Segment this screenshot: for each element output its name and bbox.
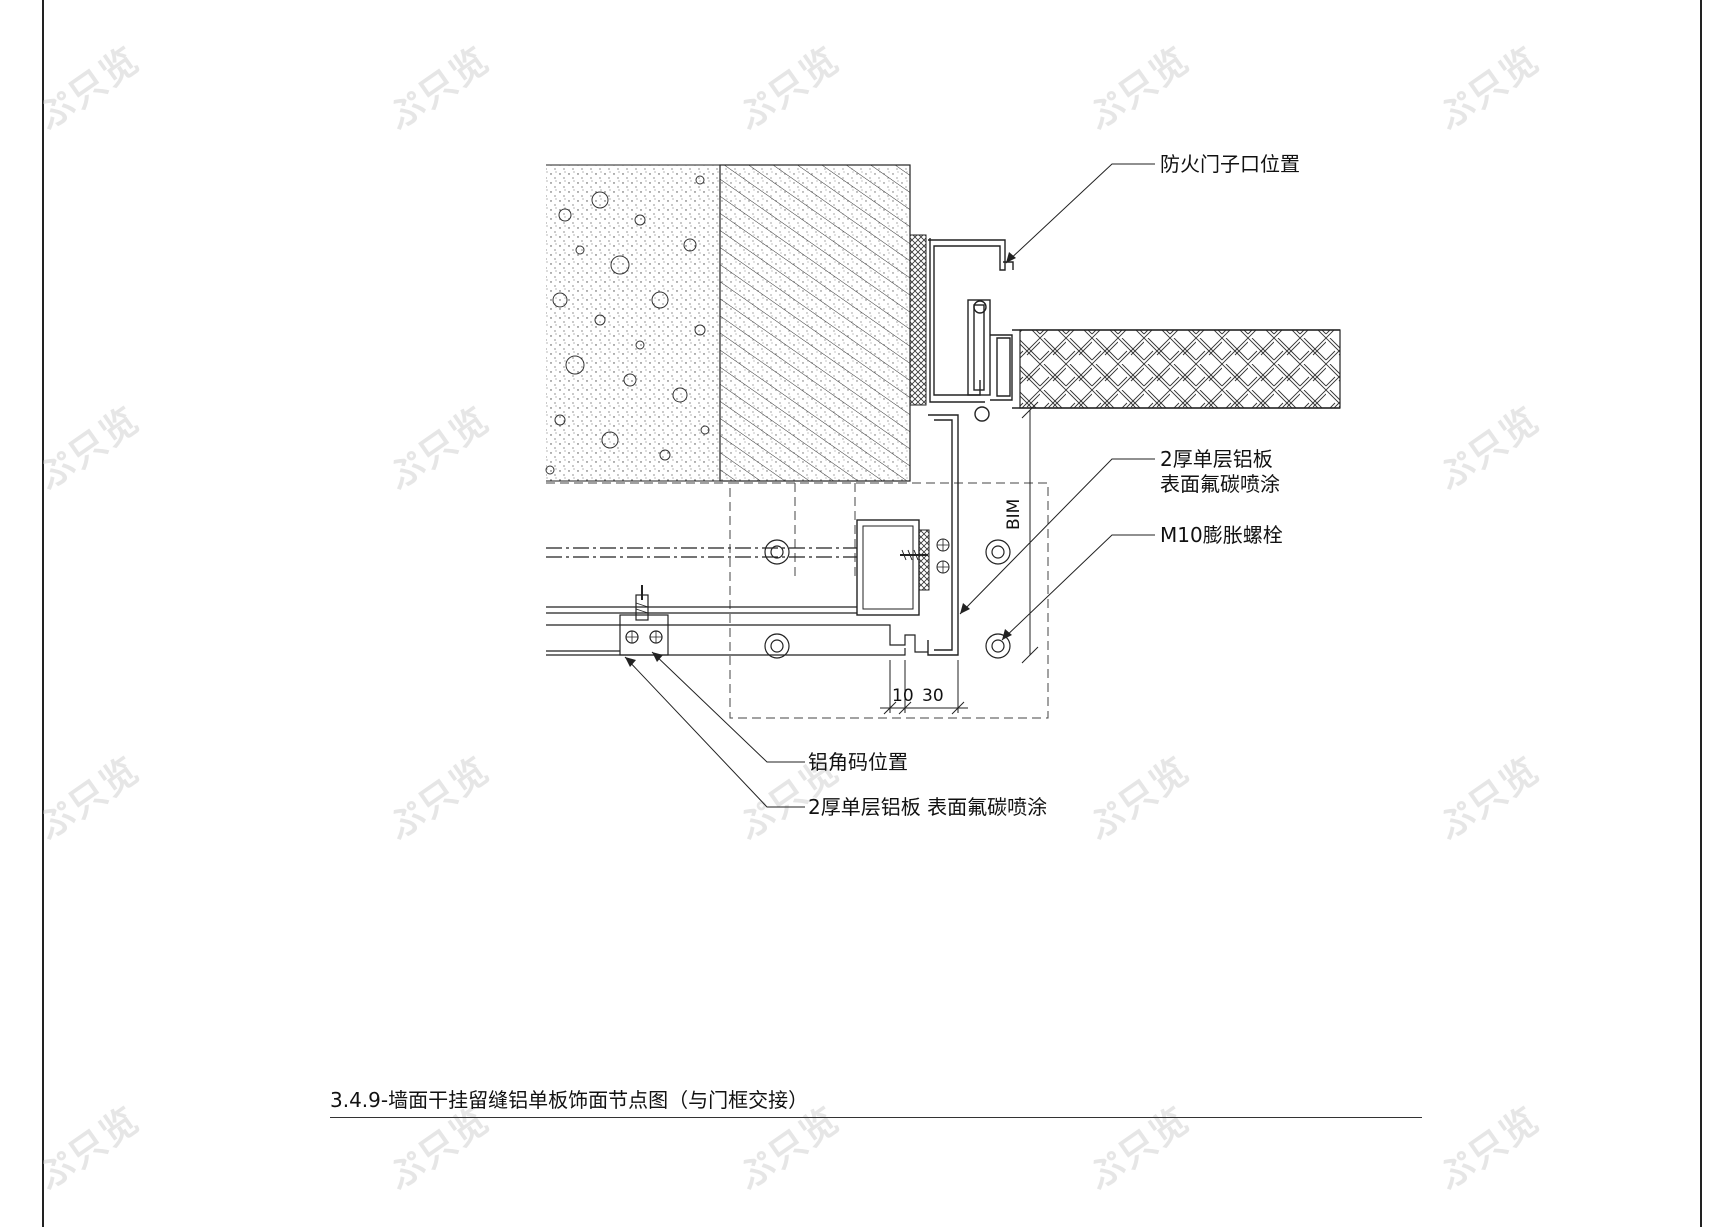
title-underline <box>330 1117 1422 1118</box>
door-frame <box>928 238 1014 422</box>
label-bolt: M10膨胀螺栓 <box>1160 523 1283 547</box>
label-panel-right-line1: 2厚单层铝板 <box>1160 447 1273 471</box>
label-fire-door-position: 防火门子口位置 <box>1160 152 1300 176</box>
aluminum-angle-bracket <box>619 585 669 656</box>
insulation-strip <box>909 234 927 406</box>
label-panel-bottom: 2厚单层铝板 表面氟碳喷涂 <box>808 795 1048 819</box>
expansion-bolts <box>764 539 1011 659</box>
label-panel-right-line2: 表面氟碳喷涂 <box>1160 472 1280 496</box>
drawing-title: 3.4.9-墙面干挂留缝铝单板饰面节点图（与门框交接） <box>330 1088 809 1112</box>
leader-lines <box>624 163 1155 808</box>
dimension-10: 10 <box>892 686 914 706</box>
steel-tube <box>856 519 950 616</box>
aluminum-panel-horizontal <box>546 547 928 656</box>
dimension-30: 30 <box>922 686 944 706</box>
sheet-border-left <box>42 0 44 1227</box>
dimension-vertical: BIM <box>1004 498 1024 530</box>
label-angle-position: 铝角码位置 <box>808 750 908 774</box>
sheet-border-right <box>1700 0 1702 1227</box>
leader-arrows <box>625 252 1016 667</box>
door-leaf <box>1012 329 1341 409</box>
dashed-layout <box>546 482 1049 719</box>
dimension-lines <box>880 401 1039 715</box>
masonry-wall <box>719 164 911 482</box>
concrete-wall <box>545 164 720 482</box>
aluminum-panel-vertical <box>927 414 959 656</box>
